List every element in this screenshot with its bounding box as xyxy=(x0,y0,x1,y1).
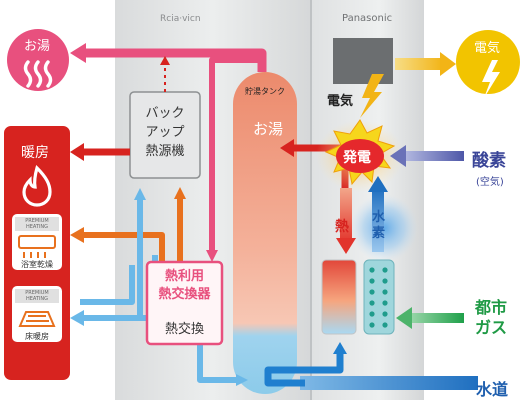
lightblue-tank-arrowhead xyxy=(236,374,248,386)
oxygen-inflow xyxy=(402,151,464,161)
orange-up-arrowhead xyxy=(174,187,186,199)
water-up-arrowhead xyxy=(333,342,347,354)
reformer-dots xyxy=(369,267,388,328)
floor-badge-text: PREMIUM HEATING xyxy=(25,290,49,302)
bathroom-dryer-label: 浴室乾燥 xyxy=(21,260,53,269)
right-brand-label: Panasonic xyxy=(342,13,393,24)
electricity-output-label: 電気 xyxy=(474,41,501,56)
floor-heating-badge xyxy=(15,289,59,303)
water-inflow xyxy=(300,376,478,390)
orange-bath-arrowhead xyxy=(70,227,84,243)
hot-water-arrowhead xyxy=(70,43,86,63)
water-label: 水道 xyxy=(476,380,509,399)
city-gas-label: 都市 ガス xyxy=(475,298,508,337)
lightblue-floor-arrowhead xyxy=(70,310,84,326)
bathroom-badge-text: PREMIUM HEATING xyxy=(25,218,49,230)
unit-divider xyxy=(310,0,312,400)
bathroom-dryer-icon xyxy=(18,235,56,258)
display-panel xyxy=(333,38,393,84)
power-gen-label: 発電 xyxy=(343,150,371,166)
lightblue-pipe-d xyxy=(197,340,240,383)
steam-icon xyxy=(23,60,53,88)
heating-arrowhead xyxy=(70,143,84,161)
lightblue-pipe-c xyxy=(80,265,135,305)
pink-down-arrowhead xyxy=(206,250,218,262)
heat-return-arrowhead xyxy=(280,139,294,157)
heat-exchanger-sub: 熱交換 xyxy=(164,322,204,337)
orange-pipe-bath xyxy=(80,232,165,262)
heat-down-shaft xyxy=(340,188,352,243)
backup-heater-label: バック アップ 熱源機 xyxy=(145,106,185,159)
floor-heating-icon xyxy=(18,311,56,327)
flame-icon xyxy=(22,164,52,207)
heat-label: 熱 xyxy=(335,219,349,235)
pink-pipe-down xyxy=(209,57,262,255)
electricity-icon xyxy=(456,30,520,94)
electricity-outflow xyxy=(395,58,443,70)
heat-exchanger-box xyxy=(145,260,224,346)
storage-tank-label: 貯湯タンク xyxy=(245,87,285,96)
tank-hot-water-label: お湯 xyxy=(253,120,284,138)
hot-water-icon xyxy=(7,29,69,91)
water-pipe-loop xyxy=(264,350,344,387)
electricity-label: 電気 xyxy=(327,94,354,109)
hot-water-label: お湯 xyxy=(24,39,51,54)
lightblue-up-arrowhead xyxy=(134,188,146,200)
heat-exchanger-title: 熱利用 熱交換器 xyxy=(158,269,211,302)
power-gen-badge xyxy=(336,139,384,173)
storage-tank xyxy=(233,72,297,394)
electricity-arrowhead xyxy=(440,52,456,76)
hydrogen-up-shaft xyxy=(372,188,384,252)
lightning-bolt-icon xyxy=(482,60,500,98)
oxygen-sub-label: (空気) xyxy=(476,177,504,188)
heat-down-arrowhead xyxy=(336,238,356,254)
backup-up-arrowhead xyxy=(160,56,170,65)
hydrogen-up-arrowhead xyxy=(368,176,388,192)
gas-reformer xyxy=(363,259,395,335)
gas-inflow xyxy=(408,313,464,323)
oxygen-label: 酸素 xyxy=(472,151,506,171)
lightning-small xyxy=(360,74,384,118)
hydrogen-label: 水 素 xyxy=(372,210,386,241)
fuel-cell-stack xyxy=(321,259,357,335)
heating-label: 暖房 xyxy=(21,145,49,161)
bathroom-dryer-badge xyxy=(15,217,59,231)
gas-arrowhead xyxy=(396,307,412,329)
hot-water-pipe xyxy=(82,48,267,72)
oxygen-arrowhead xyxy=(390,145,406,167)
floor-heating-label: 床暖房 xyxy=(25,332,49,341)
left-brand-label: Rcia·vicn xyxy=(160,14,201,24)
